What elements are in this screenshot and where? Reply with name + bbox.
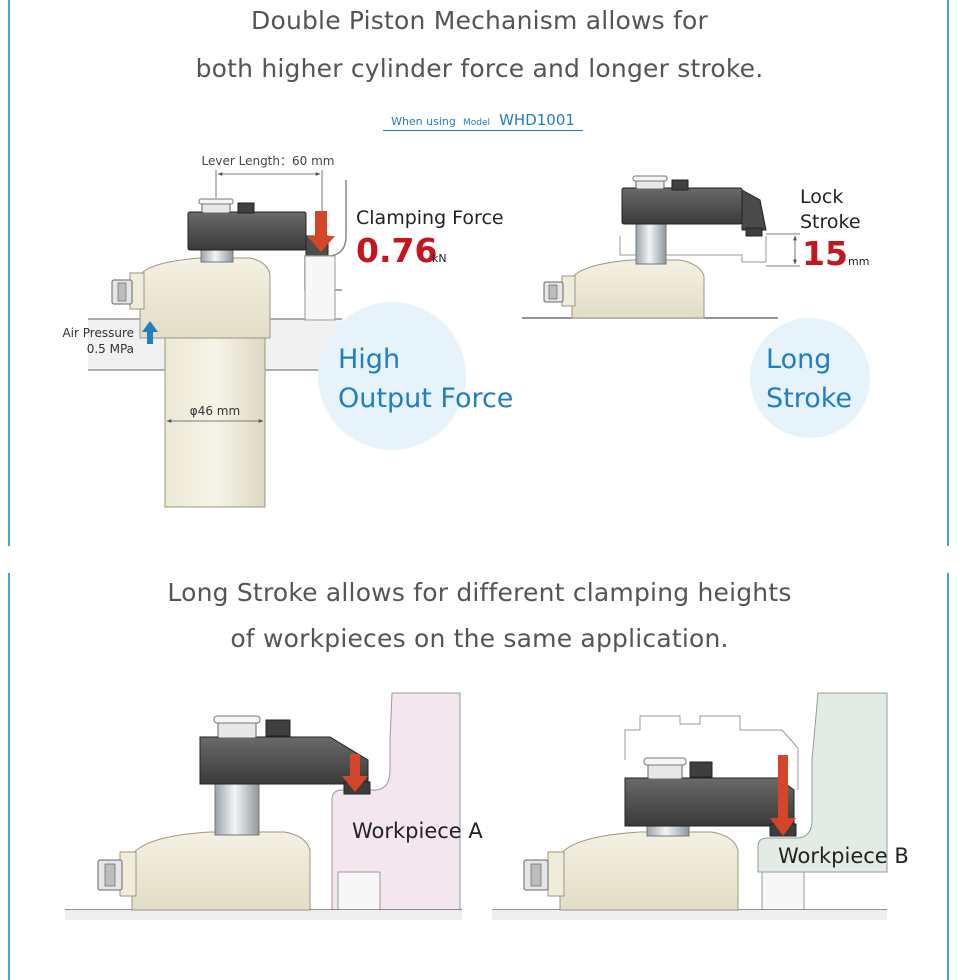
workpiece-a-diagram: Workpiece A (65, 692, 483, 920)
workpiece-a-label: Workpiece A (352, 819, 483, 843)
arm-nut-right (671, 179, 689, 191)
piston-rod-a (214, 782, 260, 836)
piston-rod-right (635, 223, 667, 265)
workpiece-b-shape (757, 692, 888, 873)
workpiece-a-shape (331, 692, 461, 911)
clamping-force-unit: kN (432, 252, 447, 265)
side-nut-a-core (104, 863, 116, 887)
lock-stroke-value: 15 (802, 234, 848, 273)
clamping-force-value: 0.76 (356, 231, 437, 270)
model-prefix: When using (391, 115, 456, 128)
clamp-arm-a (199, 736, 369, 785)
clamp-arm-b (624, 777, 795, 827)
top-heading-line2: both higher cylinder force and longer st… (195, 54, 764, 83)
force-arrow (307, 211, 335, 252)
arm-tip-right (741, 189, 767, 231)
force-arrow-b (770, 755, 796, 836)
housing-flange-right (561, 275, 576, 307)
clamping-force-label: Clamping Force (356, 207, 504, 229)
lock-stroke-unit: mm (848, 255, 869, 268)
housing-b (559, 831, 739, 911)
high-output-bubble (318, 302, 466, 450)
air-pressure-label: Air Pressure (62, 326, 134, 340)
air-pressure-arrow (142, 321, 158, 344)
frame-line-left-bottom (8, 573, 10, 980)
base-shadow-a (65, 910, 462, 920)
bottom-heading-line2: of workpieces on the same application. (230, 624, 729, 653)
ghost-lowered-arm (619, 236, 767, 263)
arm-bolt-cap-b (643, 757, 687, 766)
support-block-b (761, 871, 805, 911)
model-label: Model (462, 118, 490, 128)
workpiece-b-label: Workpiece B (778, 844, 909, 868)
clamp-arm (187, 211, 307, 251)
arm-bolt-cap-right (632, 175, 668, 182)
high-force-diagram: Lever Length：60 mm Clamping Force 0.76 k… (62, 154, 513, 508)
arm-nut-a (265, 719, 291, 737)
model-name: WHD1001 (499, 111, 575, 129)
bubble-output-force: Output Force (338, 383, 513, 414)
air-pressure-value: 0.5 MPa (87, 342, 134, 356)
support-block-a (337, 871, 381, 911)
force-arrow-a (342, 754, 368, 792)
lock-stroke-line2: Stroke (800, 211, 861, 233)
lock-stroke-line1: Lock (800, 186, 843, 208)
diameter-text: φ46 mm (190, 404, 240, 418)
tip-pad-right (745, 227, 763, 237)
ghost-upper-arm (624, 715, 799, 790)
cylinder-housing (139, 257, 271, 339)
bottom-heading-line1: Long Stroke allows for different clampin… (167, 578, 792, 607)
top-heading-line1: Double Piston Mechanism allows for (251, 6, 708, 35)
workpiece-block (304, 255, 336, 321)
side-nut-core (117, 282, 127, 302)
base-shadow-b (492, 910, 887, 920)
arm-nut (237, 202, 255, 214)
long-stroke-diagram: Lock Stroke 15 mm Long Stroke (522, 175, 870, 438)
housing-a (131, 831, 311, 911)
arm-bolt-cap (198, 198, 234, 205)
housing-right (571, 259, 705, 319)
arm-nut-b (689, 761, 713, 778)
frame-line-right-top (947, 0, 949, 546)
side-nut-right-core (548, 284, 558, 300)
lever-length-text: Lever Length：60 mm (202, 154, 335, 168)
bubble-long: Long (766, 344, 831, 375)
frame-line-right-bottom (947, 573, 949, 980)
bubble-stroke: Stroke (766, 383, 852, 414)
arm-bolt-cap-a (213, 715, 261, 724)
frame-line-left-top (8, 0, 10, 546)
side-nut-b-core (530, 863, 542, 887)
housing-flange-b (547, 851, 565, 897)
model-tag: When using Model WHD1001 (383, 110, 583, 131)
workpiece-b-diagram: Workpiece B (492, 692, 909, 920)
clamp-arm-right (621, 187, 743, 225)
bubble-high: High (338, 344, 400, 375)
long-stroke-bubble (750, 318, 870, 438)
